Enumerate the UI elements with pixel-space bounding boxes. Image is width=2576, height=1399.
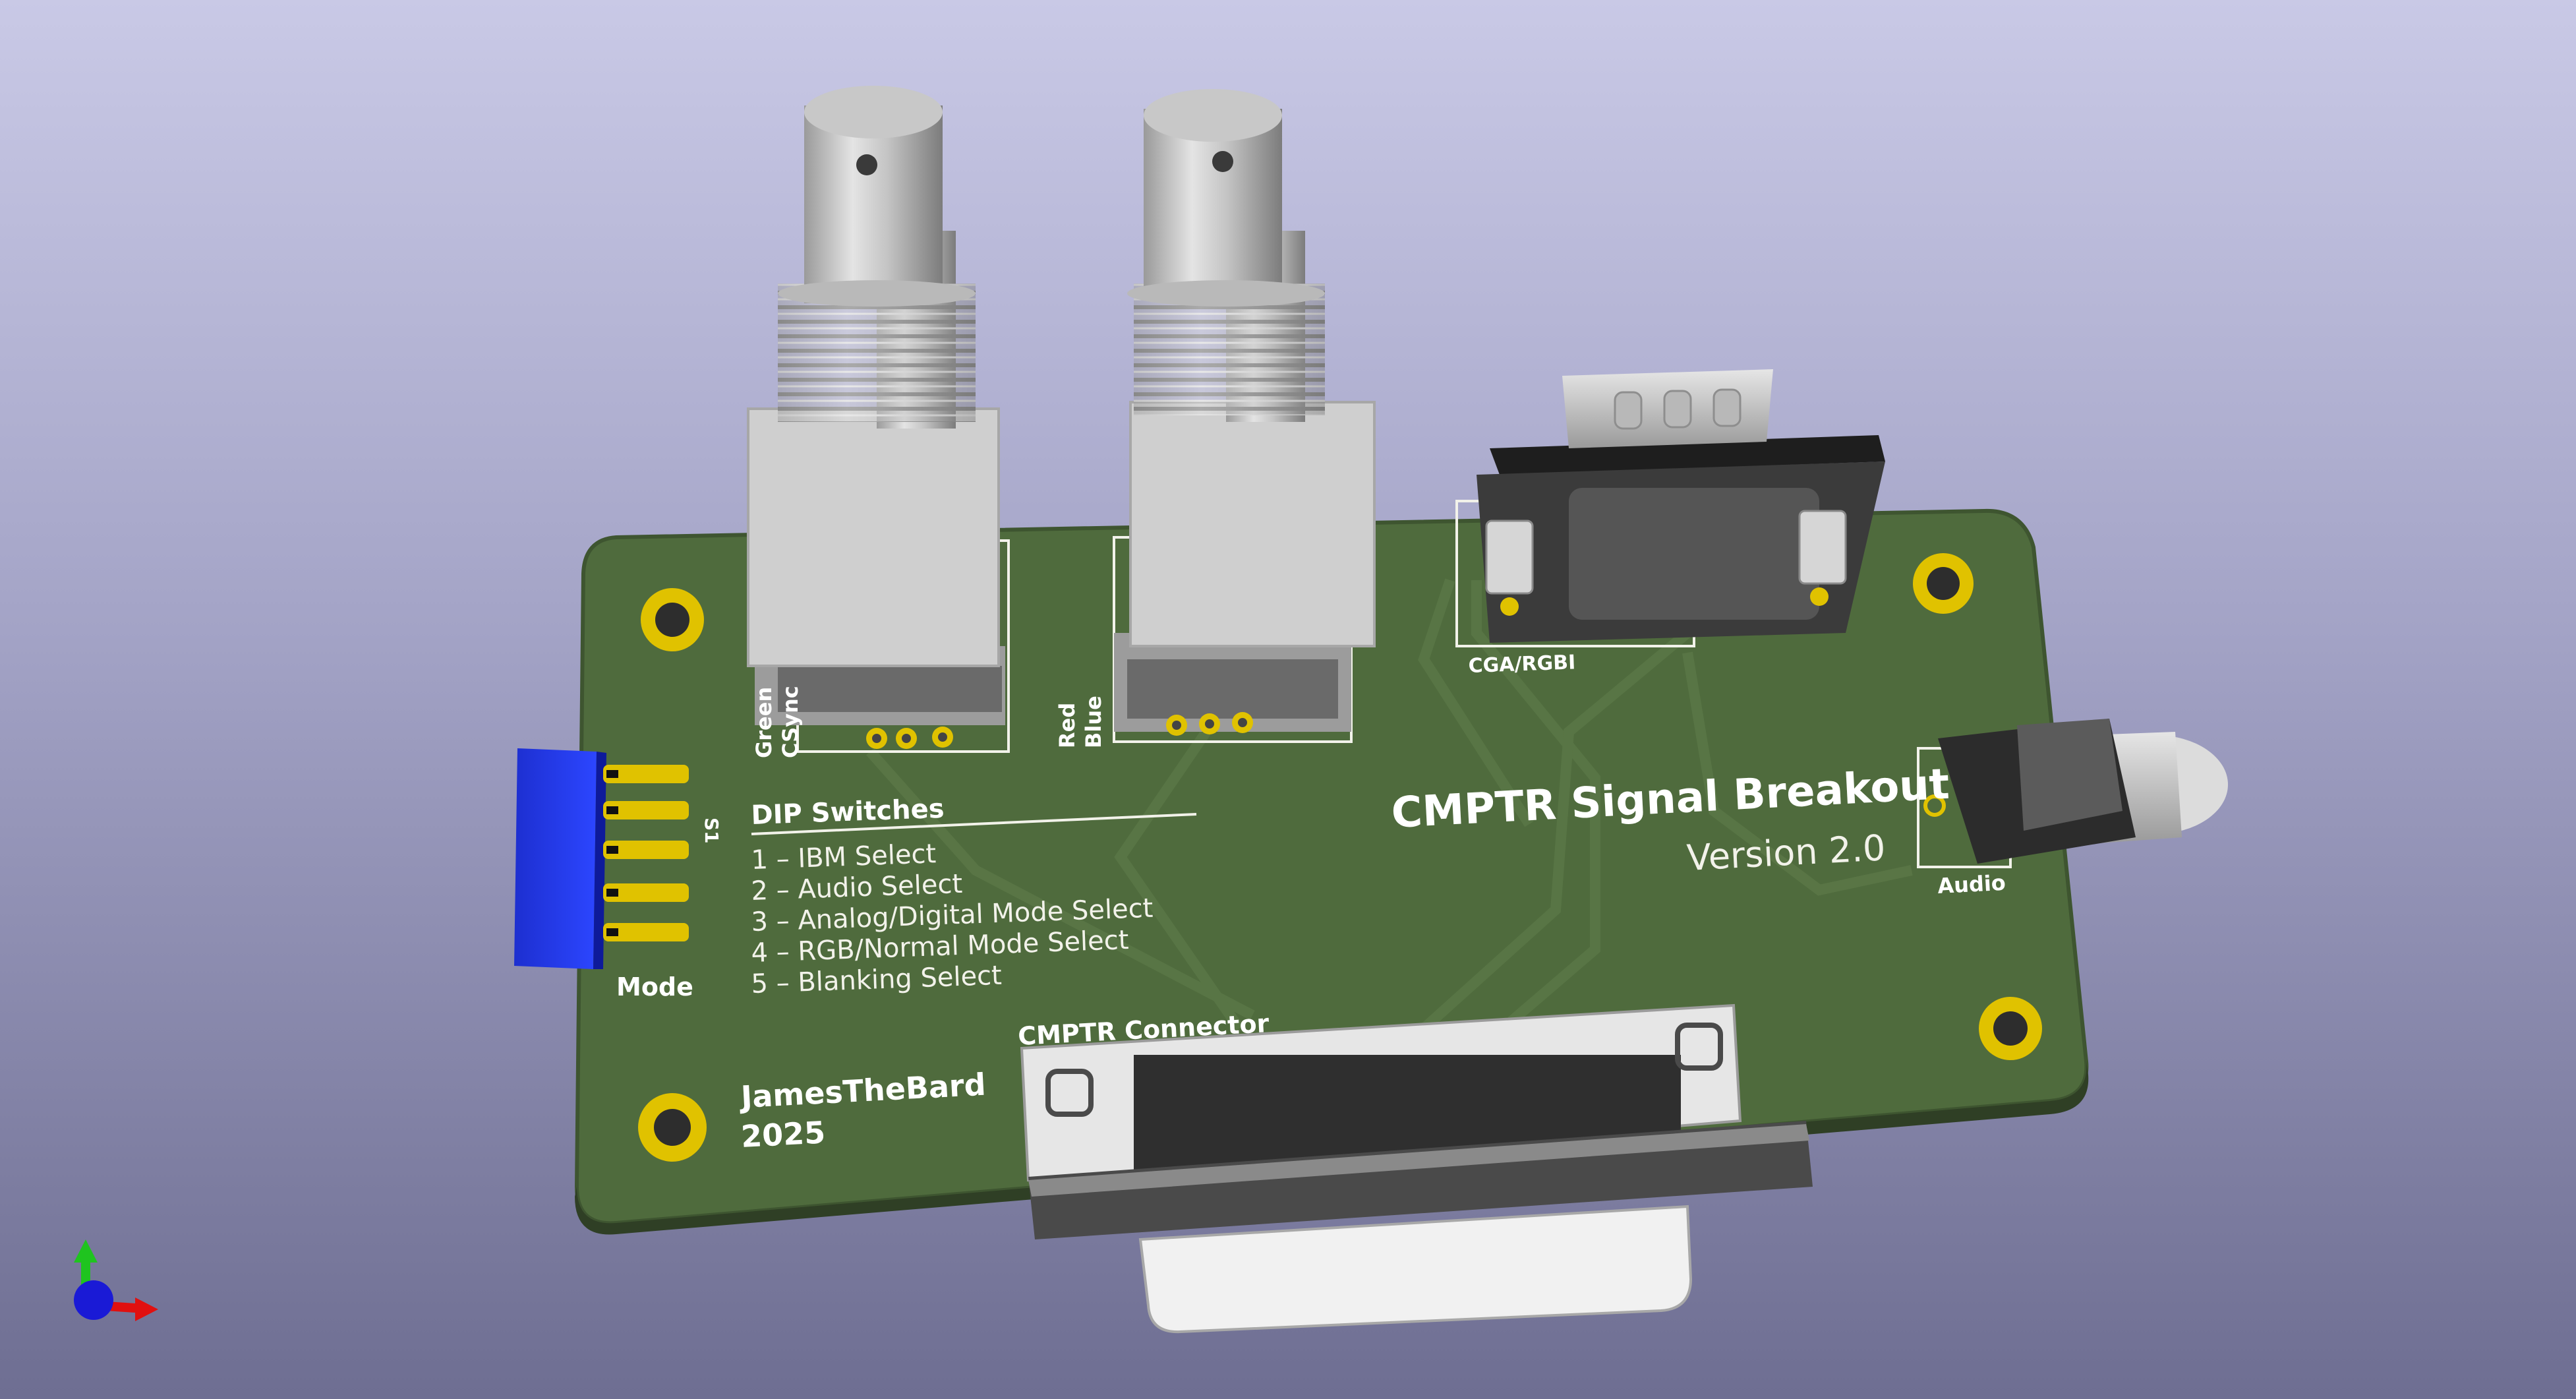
db25-cmptr-connector[interactable] xyxy=(1020,1003,1813,1334)
pcb-traces xyxy=(866,578,1913,1033)
dip-mode-label: Mode xyxy=(616,972,693,1001)
pcb-edge xyxy=(575,1061,2089,1235)
bnc-left-label-1: Green xyxy=(751,687,776,758)
mounting-hole xyxy=(638,1093,707,1162)
xyz-axis-gizmo-icon[interactable] xyxy=(74,1239,158,1321)
de9-cga-connector[interactable] xyxy=(1455,369,1885,647)
mounting-hole xyxy=(1979,997,2042,1060)
dip-ref-label: S1 xyxy=(701,818,722,844)
dip-switch-s1[interactable] xyxy=(514,748,689,969)
dip-heading: DIP Switches xyxy=(751,794,945,831)
dip-heading-underline xyxy=(751,813,1197,835)
rca-audio-jack[interactable] xyxy=(1917,719,2228,868)
dip-item: 1 – IBM Select xyxy=(751,839,937,876)
bnc-right-label-2: Blue xyxy=(1081,696,1106,748)
dip-item: 2 – Audio Select xyxy=(751,869,963,907)
mounting-hole xyxy=(641,588,704,651)
audio-label: Audio xyxy=(1937,870,2006,899)
bnc-connector-left[interactable] xyxy=(747,86,1010,753)
bnc-connector-right[interactable] xyxy=(1113,89,1376,743)
mounting-hole xyxy=(1913,553,1974,614)
bnc-right-label-1: Red xyxy=(1055,703,1080,748)
bnc-left-label-2: CSync xyxy=(778,686,803,758)
cga-label: CGA/RGBI xyxy=(1468,651,1576,678)
year-label: 2025 xyxy=(740,1114,827,1154)
